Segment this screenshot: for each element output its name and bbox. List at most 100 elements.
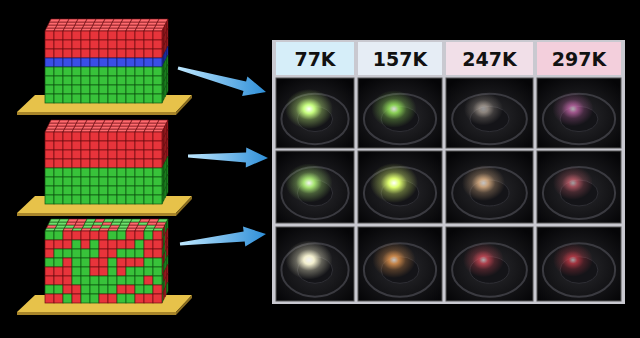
cube-cell	[45, 31, 54, 40]
cube-cell	[72, 85, 81, 94]
cube-cell	[45, 276, 54, 285]
cube-cell	[54, 195, 63, 204]
luminescence-glow	[464, 93, 503, 126]
cube-cell	[108, 249, 117, 258]
cube-cell	[45, 132, 54, 141]
cube-cell	[155, 225, 166, 228]
cube-cell	[153, 249, 162, 258]
luminescence-glow	[286, 240, 333, 279]
temperature-header: 157K	[358, 42, 442, 75]
photo-grid	[276, 78, 621, 301]
sample-photo	[446, 227, 533, 301]
cube-cell	[153, 94, 162, 103]
cube-cell	[117, 76, 126, 85]
cube-cell	[153, 240, 162, 249]
sample-photo	[358, 151, 442, 223]
cube-cell	[45, 186, 54, 195]
cube-cell	[126, 186, 135, 195]
photo-cell	[358, 78, 442, 148]
cube-cell	[45, 294, 54, 303]
luminescence-glow	[372, 90, 417, 128]
cube-cell	[108, 40, 117, 49]
cube-cell	[153, 132, 162, 141]
cube-cell	[117, 94, 126, 103]
cube-cell	[63, 177, 72, 186]
cube-cell	[63, 267, 72, 276]
cube-cell	[54, 276, 63, 285]
cube-cell	[54, 177, 63, 186]
cube-cell	[126, 159, 135, 168]
cube-cell	[99, 132, 108, 141]
cube-cell	[99, 31, 108, 40]
cube-cell	[90, 132, 99, 141]
cube-cell	[72, 231, 81, 240]
cube-cell	[155, 126, 166, 129]
cube-cell	[72, 31, 81, 40]
cube-cell	[90, 85, 99, 94]
cube-cell	[99, 258, 108, 267]
sample-holder	[543, 243, 615, 296]
cube-cell	[144, 168, 153, 177]
cube-cell	[72, 240, 81, 249]
sample-holder	[452, 243, 527, 296]
cube-cell	[81, 177, 90, 186]
cube-cell	[90, 195, 99, 204]
cube-cell	[45, 40, 54, 49]
cube-cell	[117, 150, 126, 159]
cube-cell	[126, 94, 135, 103]
cube-cell	[81, 40, 90, 49]
temperature-label: 77K	[294, 48, 335, 70]
cube-cell	[72, 186, 81, 195]
sample-photo	[446, 151, 533, 223]
cube-cell	[81, 49, 90, 58]
cube-cell	[135, 294, 144, 303]
cube-cell	[45, 58, 54, 67]
cube-cell	[90, 177, 99, 186]
cube-cell	[126, 240, 135, 249]
cube-cell	[126, 249, 135, 258]
cube-cell	[81, 267, 90, 276]
cube-cell	[108, 159, 117, 168]
cube-cell	[54, 132, 63, 141]
cube-cell	[72, 258, 81, 267]
cube-cell	[90, 186, 99, 195]
luminescence-glow	[285, 89, 333, 129]
cube-cell	[54, 186, 63, 195]
cube-cell	[158, 120, 169, 123]
temperature-header: 77K	[276, 42, 354, 75]
cube-cell	[90, 276, 99, 285]
cube-cell	[63, 159, 72, 168]
photo-cell	[276, 78, 354, 148]
cube-cell	[54, 150, 63, 159]
cube-cell	[72, 276, 81, 285]
cube-cell	[135, 285, 144, 294]
cube-cell	[99, 76, 108, 85]
cube-cell	[108, 85, 117, 94]
cube-cell	[99, 141, 108, 150]
cube-cell	[126, 67, 135, 76]
sample-photo	[537, 227, 621, 301]
cube-cell	[54, 168, 63, 177]
cube-cell	[54, 31, 63, 40]
cube-cell	[108, 195, 117, 204]
cube-cell	[81, 276, 90, 285]
cube-cell	[117, 258, 126, 267]
cube-cell	[135, 49, 144, 58]
cube-cell	[135, 76, 144, 85]
cube-cell	[45, 258, 54, 267]
cube-cell	[63, 258, 72, 267]
cube-cell	[135, 258, 144, 267]
cube-cell	[81, 141, 90, 150]
substrate-plate	[17, 295, 192, 312]
cube-cell	[81, 285, 90, 294]
cube-cell	[99, 58, 108, 67]
cube-cell	[117, 159, 126, 168]
cube-cell	[126, 150, 135, 159]
cube-cell	[99, 177, 108, 186]
cube-cell	[63, 249, 72, 258]
cube-cell	[81, 150, 90, 159]
cube-cell	[144, 76, 153, 85]
substrate-plate	[176, 295, 192, 315]
cube-cell	[126, 40, 135, 49]
cube-cell	[72, 294, 81, 303]
